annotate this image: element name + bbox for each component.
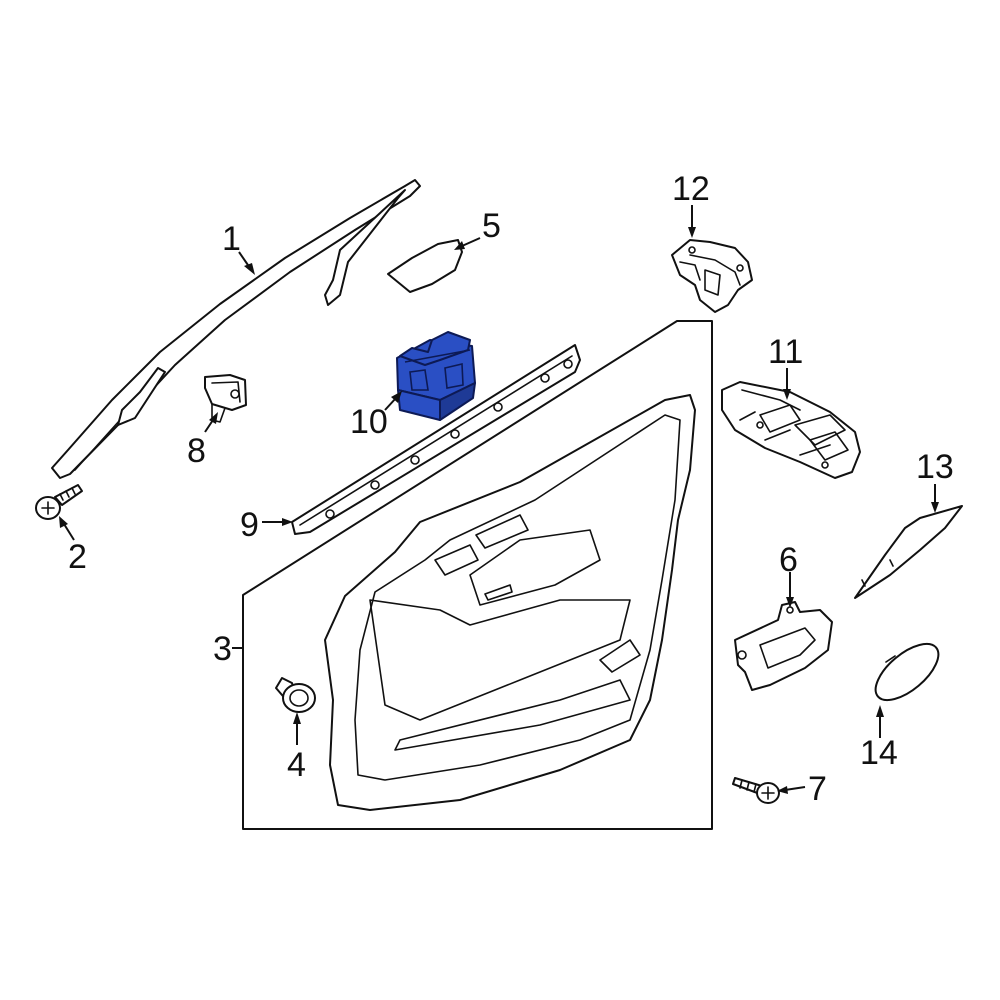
part-4-clip[interactable]: [275, 677, 316, 713]
callout-14: 14: [860, 734, 898, 772]
part-14-cap[interactable]: [866, 634, 947, 710]
callout-13: 13: [916, 448, 954, 486]
leader-lines: [59, 205, 939, 794]
part-8-clip[interactable]: [204, 374, 247, 423]
callout-11: 11: [768, 333, 803, 371]
callout-2: 2: [68, 538, 87, 576]
callout-7: 7: [808, 770, 827, 808]
callout-4: 4: [287, 746, 306, 784]
callout-1: 1: [222, 220, 241, 258]
part-3-door-trim-panel[interactable]: [232, 320, 713, 830]
part-13-garnish[interactable]: [854, 505, 963, 599]
part-2-screw[interactable]: [35, 484, 83, 520]
callout-8: 8: [187, 432, 206, 470]
part-9-weatherstrip[interactable]: [291, 344, 581, 535]
callout-12: 12: [672, 170, 710, 208]
part-10-switch-highlighted[interactable]: [396, 331, 476, 421]
part-5-trim-piece[interactable]: [387, 239, 463, 293]
callout-10: 10: [350, 403, 388, 441]
part-12-latch-bracket[interactable]: [671, 239, 753, 313]
callout-5: 5: [482, 207, 501, 245]
callout-9: 9: [240, 506, 259, 544]
part-7-screw[interactable]: [732, 777, 780, 804]
callout-labels: 1 2 3 4 5 6 7 8 9 10 11 12 13 14: [68, 170, 954, 808]
callout-6: 6: [779, 541, 798, 579]
callout-3: 3: [213, 630, 232, 668]
part-6-handle-bracket[interactable]: [734, 601, 833, 691]
part-11-switch-assembly[interactable]: [721, 381, 861, 479]
part-1-run-channel[interactable]: [51, 179, 421, 479]
